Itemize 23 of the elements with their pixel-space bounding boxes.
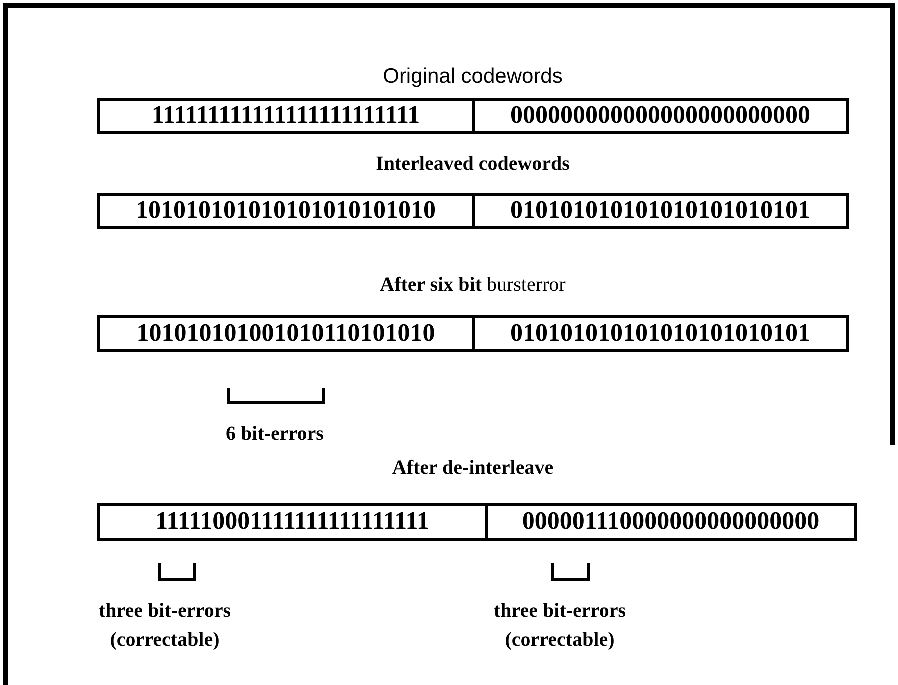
bit-sequence: 010101010101010101010101 (510, 320, 810, 348)
bit-sequence: 101010101010101010101010 (136, 197, 436, 225)
bit-sequence: 010101010101010101010101 (510, 197, 810, 225)
bit-sequence: 101010101001010110101010 (136, 320, 436, 348)
bit-field (97, 193, 475, 229)
bit-field (97, 315, 475, 352)
bit-field (472, 193, 849, 229)
error-note: 6 bit-errors (225, 422, 325, 447)
bit-sequence: 111111111111111111111111 (152, 102, 420, 130)
bit-field (97, 503, 488, 541)
bit-sequence: 111110001111111111111111 (156, 508, 430, 536)
bit-field (472, 315, 849, 352)
row-heading: Original codewords (382, 64, 564, 90)
bit-field (97, 98, 475, 134)
error-note: three bit-errors (correctable) (493, 599, 627, 653)
bit-sequence: 000001110000000000000000 (522, 508, 820, 536)
row-heading: After de-interleave (391, 456, 555, 481)
bit-field (485, 503, 857, 541)
bit-sequence: 000000000000000000000000 (510, 102, 810, 130)
bit-field (472, 98, 849, 134)
row-heading: After six bit bursterror (379, 273, 567, 298)
error-note: three bit-errors (correctable) (98, 599, 232, 653)
row-heading: Interleaved codewords (375, 152, 571, 177)
